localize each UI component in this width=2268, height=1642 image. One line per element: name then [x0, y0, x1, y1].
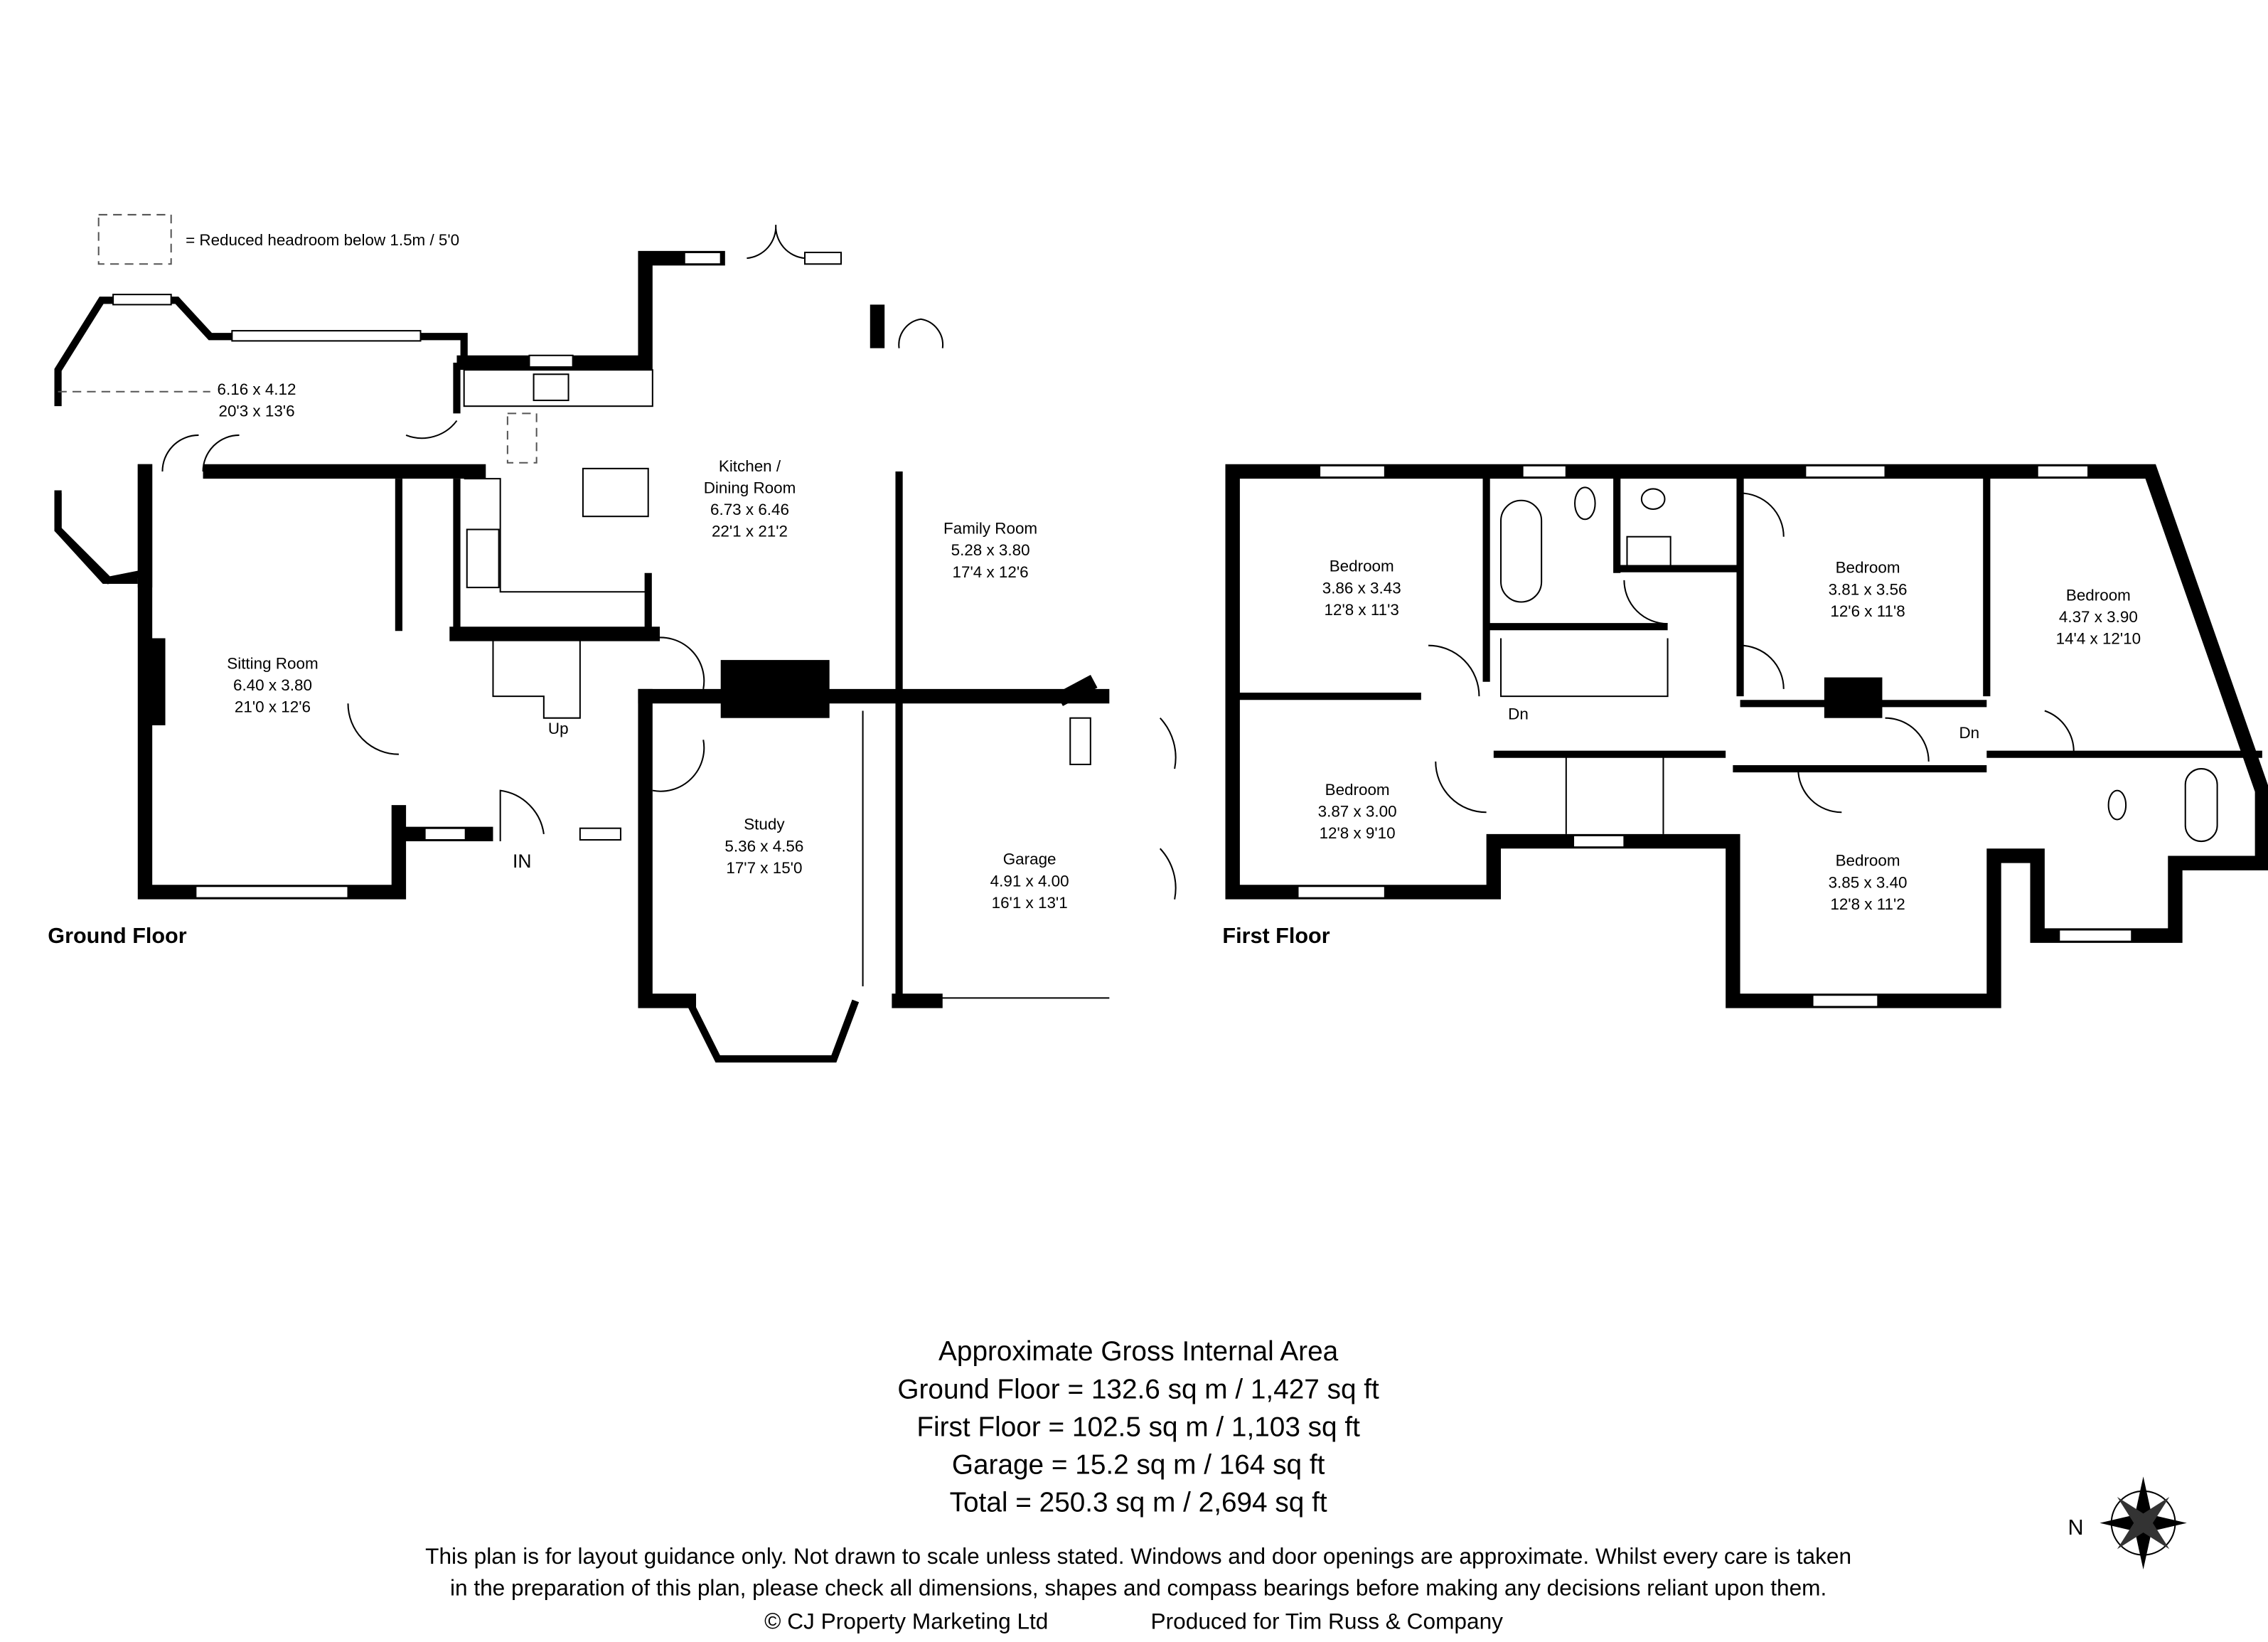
stairs-down-label-2: Dn: [1959, 724, 1979, 742]
kitchen-name: Kitchen /: [719, 457, 781, 475]
area-garage: Garage = 15.2 sq m / 164 sq ft: [952, 1449, 1325, 1480]
stairs-up-label: Up: [548, 720, 569, 737]
area-summary: Approximate Gross Internal Area Ground F…: [897, 1336, 1379, 1518]
garage-metric: 4.91 x 4.00: [990, 872, 1069, 890]
compass-north-label: N: [2068, 1515, 2084, 1540]
bedroom-1-name: Bedroom: [1330, 558, 1394, 575]
study-metric: 5.36 x 4.56: [724, 837, 803, 855]
bedroom-4-imperial: 14'4 x 12'10: [2056, 630, 2141, 648]
stairs-down-label: Dn: [1508, 705, 1529, 723]
first-floor-title: First Floor: [1222, 924, 1330, 948]
area-ground-floor: Ground Floor = 132.6 sq m / 1,427 sq ft: [897, 1374, 1379, 1404]
bedroom-3-imperial: 12'6 x 11'8: [1830, 602, 1905, 620]
disclaimer-line-2: in the preparation of this plan, please …: [450, 1575, 1826, 1601]
bedroom-5-name: Bedroom: [1836, 852, 1900, 870]
bedroom-1-imperial: 12'8 x 11'3: [1325, 601, 1399, 619]
bedroom-2-name: Bedroom: [1325, 781, 1390, 799]
bedroom-2-imperial: 12'8 x 9'10: [1320, 824, 1396, 842]
garage-imperial: 16'1 x 13'1: [992, 894, 1068, 912]
sitting-room-imperial: 21'0 x 12'6: [235, 698, 311, 716]
legend: = Reduced headroom below 1.5m / 5'0: [97, 213, 459, 265]
bedroom-4-name: Bedroom: [2066, 586, 2131, 604]
area-title: Approximate Gross Internal Area: [938, 1336, 1339, 1367]
bedroom-3-name: Bedroom: [1836, 559, 1900, 577]
bedroom-5-metric: 3.85 x 3.40: [1829, 873, 1908, 891]
copyright: © CJ Property Marketing Ltd: [764, 1609, 1048, 1634]
kitchen-name2: Dining Room: [704, 479, 796, 497]
entrance-label: IN: [513, 851, 532, 872]
bedroom-2-metric: 3.87 x 3.00: [1318, 802, 1397, 820]
ground-floor-title: Ground Floor: [48, 924, 186, 948]
kitchen-imperial: 22'1 x 21'2: [712, 523, 788, 540]
disclaimer-line-1: This plan is for layout guidance only. N…: [425, 1543, 1851, 1569]
ground-floor-labels: 6.16 x 4.12 20'3 x 13'6 Kitchen / Dining…: [48, 380, 1069, 948]
bedroom-1-metric: 3.86 x 3.43: [1322, 579, 1401, 597]
disclaimer: This plan is for layout guidance only. N…: [425, 1543, 1851, 1634]
family-room-name: Family Room: [943, 520, 1037, 538]
bedroom-5-imperial: 12'8 x 11'2: [1830, 895, 1905, 913]
ground-floor-plan: [54, 225, 1177, 1063]
first-floor-labels: Bedroom 3.86 x 3.43 12'8 x 11'3 Bedroom …: [1222, 558, 2141, 948]
family-room-metric: 5.28 x 3.80: [951, 541, 1030, 559]
first-floor-plan: [1225, 464, 2268, 1008]
conservatory-metric: 6.16 x 4.12: [218, 380, 296, 398]
compass-rose-icon: N: [2068, 1476, 2187, 1569]
sitting-room-name: Sitting Room: [227, 654, 318, 672]
conservatory-imperial: 20'3 x 13'6: [218, 402, 294, 420]
sitting-room-metric: 6.40 x 3.80: [233, 676, 312, 694]
area-first-floor: First Floor = 102.5 sq m / 1,103 sq ft: [916, 1412, 1360, 1442]
study-imperial: 17'7 x 15'0: [726, 859, 802, 877]
garage-name: Garage: [1003, 851, 1057, 868]
bedroom-3-metric: 3.81 x 3.56: [1829, 580, 1908, 598]
legend-text: = Reduced headroom below 1.5m / 5'0: [186, 231, 459, 249]
family-room-imperial: 17'4 x 12'6: [953, 563, 1029, 581]
area-total: Total = 250.3 sq m / 2,694 sq ft: [950, 1487, 1327, 1518]
reduced-headroom-swatch: [97, 213, 172, 265]
kitchen-metric: 6.73 x 6.46: [710, 501, 789, 518]
bedroom-4-metric: 4.37 x 3.90: [2059, 608, 2138, 626]
study-name: Study: [744, 816, 785, 833]
produced-for: Produced for Tim Russ & Company: [1151, 1609, 1504, 1634]
